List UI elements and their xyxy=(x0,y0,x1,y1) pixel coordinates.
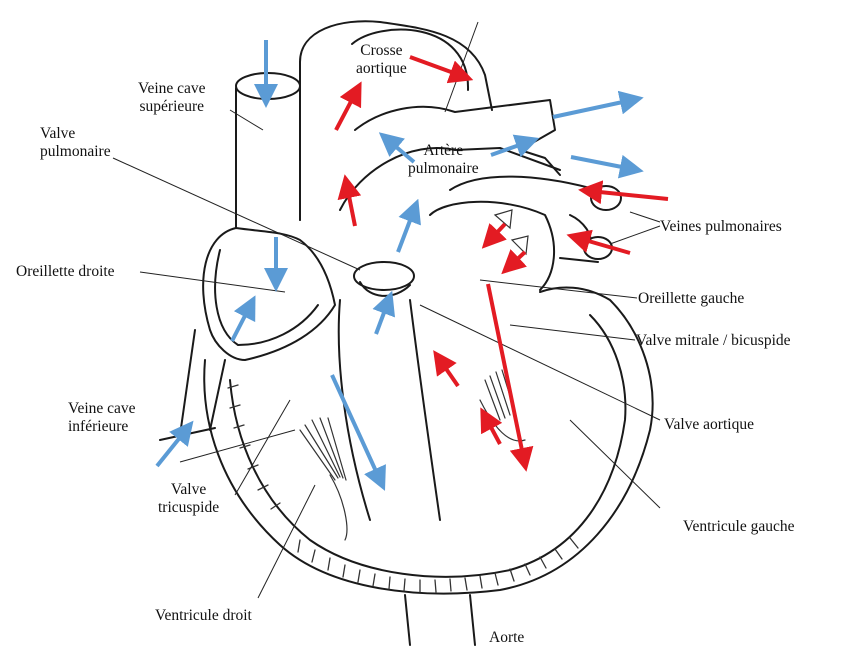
red-arrow xyxy=(578,238,630,253)
blue-arrow xyxy=(157,430,186,466)
label-valve-aortique: Valve aortique xyxy=(664,416,754,434)
label-veines-pulmonaires: Veines pulmonaires xyxy=(660,218,782,236)
label-oreillette-gauche: Oreillette gauche xyxy=(638,290,744,308)
blue-arrow xyxy=(571,157,632,169)
label-aorte: Aorte xyxy=(489,629,524,647)
label-ventricule-gauche: Ventricule gauche xyxy=(683,518,794,536)
red-arrow xyxy=(336,92,356,130)
blue-arrow xyxy=(553,100,632,117)
red-arrow xyxy=(510,252,525,266)
label-oreillette-droite: Oreillette droite xyxy=(16,263,115,281)
red-arrow xyxy=(440,360,458,386)
blue-arrow xyxy=(232,306,250,341)
red-arrow xyxy=(590,191,668,199)
red-arrow xyxy=(490,224,505,240)
blue-arrow xyxy=(398,210,414,252)
red-arrow xyxy=(410,57,462,76)
label-valve-mitrale: Valve mitrale / bicuspide xyxy=(636,332,791,350)
deoxygenated-flow-arrows xyxy=(157,40,632,480)
blue-arrow xyxy=(332,375,380,480)
label-ventricule-droit: Ventricule droit xyxy=(155,607,252,625)
blue-arrow xyxy=(376,302,388,334)
